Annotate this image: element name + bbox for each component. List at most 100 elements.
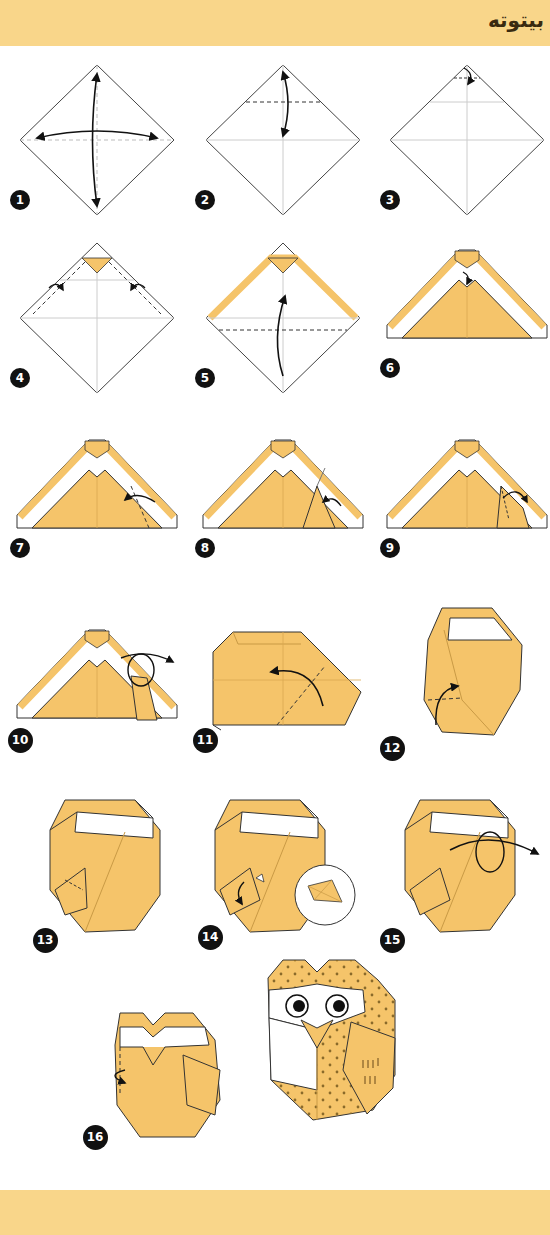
step-5-figure	[206, 243, 360, 393]
step-15-figure-part	[410, 868, 450, 915]
step-number: 4	[10, 368, 30, 388]
step-number-text: 9	[386, 542, 394, 554]
step-5-figure-part	[206, 273, 360, 393]
footer-band-part	[0, 1190, 550, 1235]
step-6-figure-part	[387, 250, 547, 338]
step-14-figure-part	[238, 882, 244, 904]
step-5-figure-part	[277, 296, 285, 376]
step-9-figure-part	[497, 486, 529, 528]
step-13-figure-part	[85, 832, 125, 932]
finished-owl-part	[293, 1000, 305, 1012]
step-14-figure	[215, 800, 355, 932]
step-8-figure-part	[317, 468, 325, 486]
finished-owl-part	[317, 1048, 318, 1120]
step-number: 11	[193, 728, 218, 753]
step-2-figure-part	[206, 65, 360, 215]
step-12-figure-part	[448, 618, 512, 640]
step-1-figure-part	[20, 65, 174, 215]
step-11-figure-part	[233, 632, 301, 644]
step-13-figure-part	[50, 800, 160, 932]
step-number-text: 6	[386, 362, 394, 374]
step-16-figure-part	[115, 1013, 220, 1137]
step-1-figure	[20, 65, 174, 215]
step-10-figure-part	[121, 654, 173, 662]
step-number: 6	[380, 358, 400, 378]
step-4-figure-part	[20, 258, 174, 393]
step-3-figure-part	[390, 65, 544, 215]
step-16-figure-part	[183, 1055, 220, 1115]
step-15-figure-part	[405, 800, 508, 830]
step-15-figure-part	[476, 832, 504, 872]
step-number: 12	[380, 736, 405, 761]
finished-owl-part	[286, 995, 308, 1017]
step-12-figure	[424, 608, 522, 735]
step-11-figure-part	[213, 632, 361, 725]
step-16-figure-part	[115, 1070, 125, 1083]
step-13-figure-part	[55, 868, 87, 915]
header-band	[0, 0, 550, 46]
step-9-figure-part	[503, 492, 527, 502]
step-15-figure-part	[440, 832, 480, 932]
step-3-figure-part	[390, 65, 544, 215]
step-14-figure-part	[215, 800, 318, 830]
step-5-figure-part	[219, 330, 347, 331]
step-10-figure-part	[131, 676, 157, 720]
step-number-text: 10	[12, 734, 29, 746]
step-14-figure-part	[256, 874, 264, 882]
step-number: 14	[198, 925, 223, 950]
step-4-figure-part	[131, 284, 145, 290]
step-number-text: 16	[87, 1131, 104, 1143]
step-13-figure-part	[75, 812, 153, 838]
step-number: 3	[380, 190, 400, 210]
step-16-figure-part	[143, 1047, 165, 1065]
step-2-figure-part	[283, 72, 288, 136]
step-number: 15	[380, 928, 405, 953]
step-6-figure	[387, 250, 547, 338]
step-3-figure-part	[464, 68, 471, 84]
step-number-text: 7	[16, 542, 24, 554]
step-12-figure-part	[444, 630, 494, 735]
step-3-figure	[390, 65, 544, 215]
step-2-figure-part	[206, 65, 360, 215]
finished-owl-part	[268, 960, 395, 1120]
step-11-figure	[213, 632, 361, 730]
step-1-figure-part	[37, 131, 157, 138]
step-16-figure-part	[120, 1027, 209, 1057]
step-4-figure-part	[49, 284, 63, 290]
step-14-figure-part	[250, 832, 290, 932]
step-number: 8	[195, 538, 215, 558]
step-number: 9	[380, 538, 400, 558]
step-number-text: 12	[384, 742, 401, 754]
step-9-figure	[387, 440, 547, 528]
step-number: 13	[33, 928, 58, 953]
step-number: 5	[195, 368, 215, 388]
step-number-text: 11	[197, 734, 214, 746]
step-9-figure-part	[501, 486, 509, 520]
step-8-figure-part	[303, 486, 335, 528]
step-4-figure-part	[82, 258, 112, 273]
finished-owl-part	[268, 960, 395, 1120]
step-5-figure-part	[268, 258, 298, 273]
step-5-figure-part	[206, 243, 360, 393]
step-14-figure-part	[308, 880, 342, 902]
step-11-figure-part	[213, 632, 361, 725]
step-14-figure-part	[295, 865, 355, 925]
step-14-figure-part	[240, 812, 318, 838]
step-7-figure-part	[17, 440, 177, 528]
site-logo: بیتوته	[488, 8, 544, 32]
step-number-text: 3	[386, 194, 394, 206]
step-number: 16	[83, 1125, 108, 1150]
step-number-text: 8	[201, 542, 209, 554]
step-4-figure-part	[33, 262, 161, 314]
step-2-figure-part	[246, 102, 320, 103]
step-15-figure-part	[405, 800, 515, 932]
step-2-figure	[206, 65, 360, 215]
finished-owl-part	[326, 995, 348, 1017]
step-8-figure-part	[323, 499, 341, 506]
step-7-figure-part	[131, 486, 149, 528]
step-6-figure-part	[463, 272, 468, 284]
finished-owl-part	[301, 1020, 333, 1048]
finished-owl-part	[333, 1000, 345, 1012]
step-12-figure-part	[428, 698, 462, 700]
